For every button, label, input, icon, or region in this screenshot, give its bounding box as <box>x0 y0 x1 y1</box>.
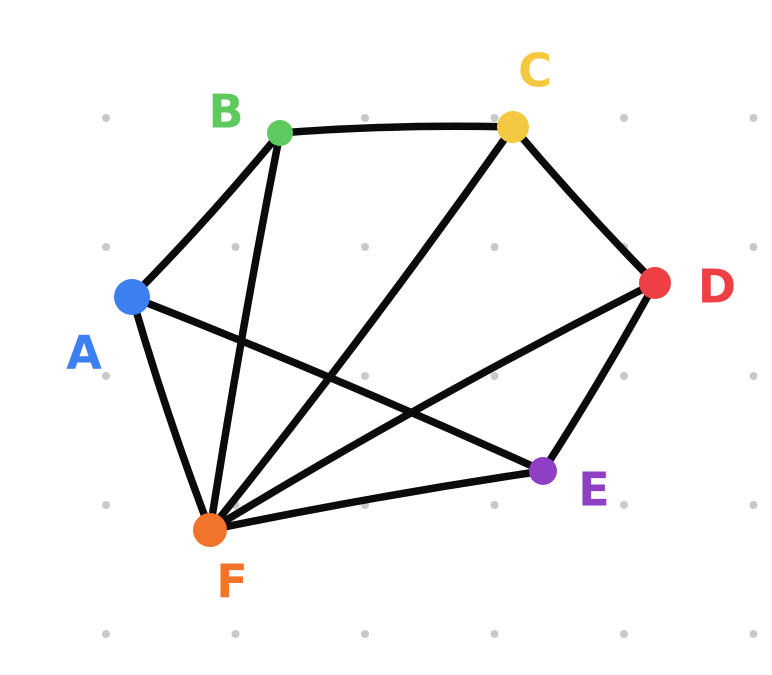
grid-dot <box>102 630 110 638</box>
node-e <box>529 457 557 485</box>
label-group: A B C D E F <box>66 44 736 609</box>
grid-dot <box>620 501 628 509</box>
grid-dot <box>620 114 628 122</box>
edge-c-d <box>509 123 659 287</box>
grid-dot <box>490 630 499 638</box>
grid-dot <box>490 372 499 380</box>
grid-dot <box>231 114 240 122</box>
grid-dot <box>361 630 369 638</box>
grid-dot <box>102 243 110 251</box>
node-c <box>497 111 529 143</box>
edge-b-c <box>276 122 517 137</box>
grid-dot <box>361 372 369 380</box>
edge-a-b <box>128 129 284 301</box>
node-a <box>114 279 150 315</box>
node-label-c: C <box>518 44 552 98</box>
node-label-e: E <box>578 463 609 517</box>
grid-dot <box>749 372 758 380</box>
grid-dot <box>490 501 499 509</box>
edge-b-f <box>206 129 284 534</box>
grid-dot <box>102 372 110 380</box>
grid-dot <box>620 630 628 638</box>
edge-e-f <box>206 467 547 534</box>
grid-dot <box>361 114 369 122</box>
edge-a-f <box>128 293 214 534</box>
node-group <box>114 111 671 547</box>
grid-dot <box>102 114 110 122</box>
edge-c-f <box>206 123 517 534</box>
node-label-a: A <box>66 326 102 380</box>
grid-dot <box>361 243 369 251</box>
edge-group <box>128 122 659 534</box>
grid-dot <box>490 243 499 251</box>
node-f <box>193 513 227 547</box>
grid-dot <box>749 501 758 509</box>
grid-dot <box>231 630 240 638</box>
grid-dot <box>102 501 110 509</box>
grid-dot <box>490 114 499 122</box>
node-d <box>639 267 671 299</box>
edge-d-e <box>539 279 659 475</box>
grid-dot <box>231 243 240 251</box>
grid-dot <box>749 114 758 122</box>
edge-a-e <box>128 293 547 475</box>
node-label-f: F <box>216 555 247 609</box>
edge-d-f <box>206 279 659 534</box>
grid-dot <box>749 630 758 638</box>
grid-dot <box>749 243 758 251</box>
dot-grid <box>102 114 758 638</box>
node-b <box>267 120 293 146</box>
node-label-d: D <box>698 260 736 314</box>
node-label-b: B <box>208 85 243 139</box>
grid-dot <box>620 372 628 380</box>
